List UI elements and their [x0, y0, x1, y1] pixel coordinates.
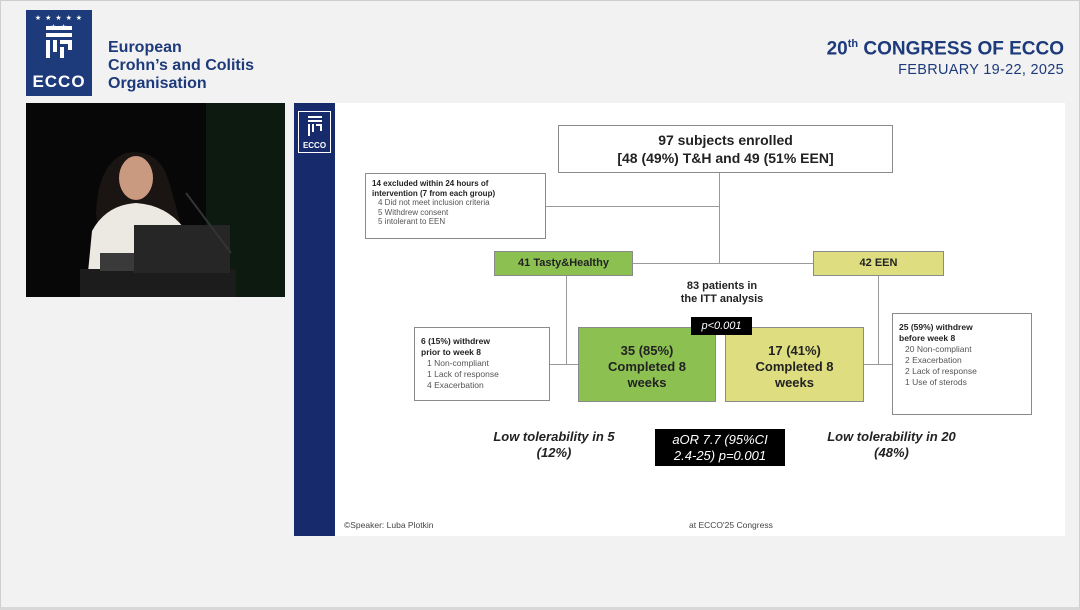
completed-line: weeks [627, 375, 667, 390]
logo-word: ECCO [32, 72, 86, 91]
excluded-heading: intervention (7 from each group) [372, 188, 496, 198]
completed-line: Completed 8 [755, 359, 834, 374]
withdrew-left-box: 6 (15%) withdrew prior to week 8 1 Non-c… [414, 327, 550, 401]
congress-suffix: th [847, 38, 859, 50]
itt-line: 83 patients in [686, 280, 758, 292]
tasty-healthy-arm: 41 Tasty&Healthy [494, 251, 633, 276]
slide-sidebar: ECCO [294, 103, 335, 536]
itt-line: the ITT analysis [680, 293, 764, 305]
congress-banner: 20th CONGRESS OF ECCO FEBRUARY 19-22, 20… [827, 38, 1064, 78]
itt-analysis-label: 83 patients in the ITT analysis [652, 280, 792, 306]
congress-title-text: CONGRESS OF ECCO [858, 38, 1064, 60]
completed-line: 35 (85%) [620, 343, 674, 358]
p-value-badge: p<0.001 [691, 317, 752, 335]
ecco-logo: ★ ★ ★ ★ ★ ★ ★ ECCO [26, 10, 92, 96]
enrolled-line: 97 subjects enrolled [658, 132, 793, 148]
withdrew-item: 1 Lack of response [427, 369, 499, 379]
slide-ecco-logo: ECCO [298, 111, 331, 153]
connector-line [878, 276, 879, 364]
completed-een-box: 17 (41%) Completed 8 weeks [725, 327, 864, 402]
org-name-line: Organisation [108, 75, 207, 92]
withdrew-item: 1 Use of sterods [905, 377, 967, 387]
withdrew-heading: prior to week 8 [421, 347, 481, 357]
excluded-box: 14 excluded within 24 hours of intervent… [365, 173, 546, 239]
connector-line [864, 364, 892, 365]
een-arm: 42 EEN [813, 251, 944, 276]
withdrew-item: 4 Exacerbation [427, 380, 484, 390]
tolerability-line: Low tolerability in 20 [827, 429, 956, 444]
aor-badge: aOR 7.7 (95%CI 2.4-25) p=0.001 [655, 429, 785, 466]
withdrew-heading: 25 (59%) withdrew [899, 322, 973, 332]
congress-date: FEBRUARY 19-22, 2025 [898, 62, 1064, 79]
slide-logo-word: ECCO [302, 141, 327, 150]
connector-line [633, 263, 813, 264]
tolerability-line: Low tolerability in 5 [493, 429, 615, 444]
withdrew-item: 2 Lack of response [905, 366, 977, 376]
completed-th-box: 35 (85%) Completed 8 weeks [578, 327, 716, 402]
withdrew-right-box: 25 (59%) withdrew before week 8 20 Non-c… [892, 313, 1032, 415]
logo-mark-icon [46, 26, 72, 58]
slide-logo-mark-icon [308, 116, 322, 136]
congress-ordinal: 20 [826, 38, 848, 60]
tolerability-line: (48%) [874, 445, 909, 460]
slide-footer-congress: at ECCO'25 Congress [689, 520, 773, 530]
withdrew-item: 1 Non-compliant [427, 358, 489, 368]
withdrew-heading: before week 8 [899, 333, 956, 343]
tolerability-left: Low tolerability in 5 (12%) [479, 429, 629, 461]
enrolled-line: [48 (49%) T&H and 49 (51% EEN] [617, 150, 834, 166]
speaker-image [26, 103, 285, 297]
presentation-slide: ECCO 97 subjects enrolled [48 (49%) T&H … [294, 103, 1065, 536]
excluded-item: 5 Withdrew consent [378, 207, 449, 217]
completed-line: weeks [774, 375, 815, 390]
completed-line: 17 (41%) [768, 343, 821, 358]
org-name-line: European [108, 39, 182, 56]
excluded-item: 4 Did not meet inclusion criteria [378, 198, 490, 207]
connector-line [566, 276, 567, 364]
excluded-heading: 14 excluded within 24 hours of [372, 179, 489, 188]
tolerability-right: Low tolerability in 20 (48%) [809, 429, 974, 461]
organisation-name: European Crohn’s and Colitis Organisatio… [108, 39, 254, 93]
tolerability-line: (12%) [536, 445, 572, 460]
speaker-video[interactable] [26, 103, 285, 297]
completed-line: Completed 8 [607, 359, 686, 374]
congress-title: 20th CONGRESS OF ECCO [827, 38, 1064, 60]
withdrew-item: 20 Non-compliant [905, 344, 972, 354]
withdrew-item: 2 Exacerbation [905, 355, 962, 365]
withdrew-heading: 6 (15%) withdrew [421, 336, 490, 346]
connector-line [546, 206, 719, 207]
excluded-item: 5 intolerant to EEN [378, 217, 446, 226]
aor-line: 2.4-25) p=0.001 [673, 448, 767, 463]
connector-line [719, 173, 720, 263]
connector-line [550, 364, 578, 365]
org-name-line: Crohn’s and Colitis [108, 57, 255, 74]
enrolled-box: 97 subjects enrolled [48 (49%) T&H and 4… [558, 125, 893, 173]
slide-footer-speaker: ©Speaker: Luba Plotkin [344, 520, 434, 530]
aor-line: aOR 7.7 (95%CI [672, 432, 768, 447]
